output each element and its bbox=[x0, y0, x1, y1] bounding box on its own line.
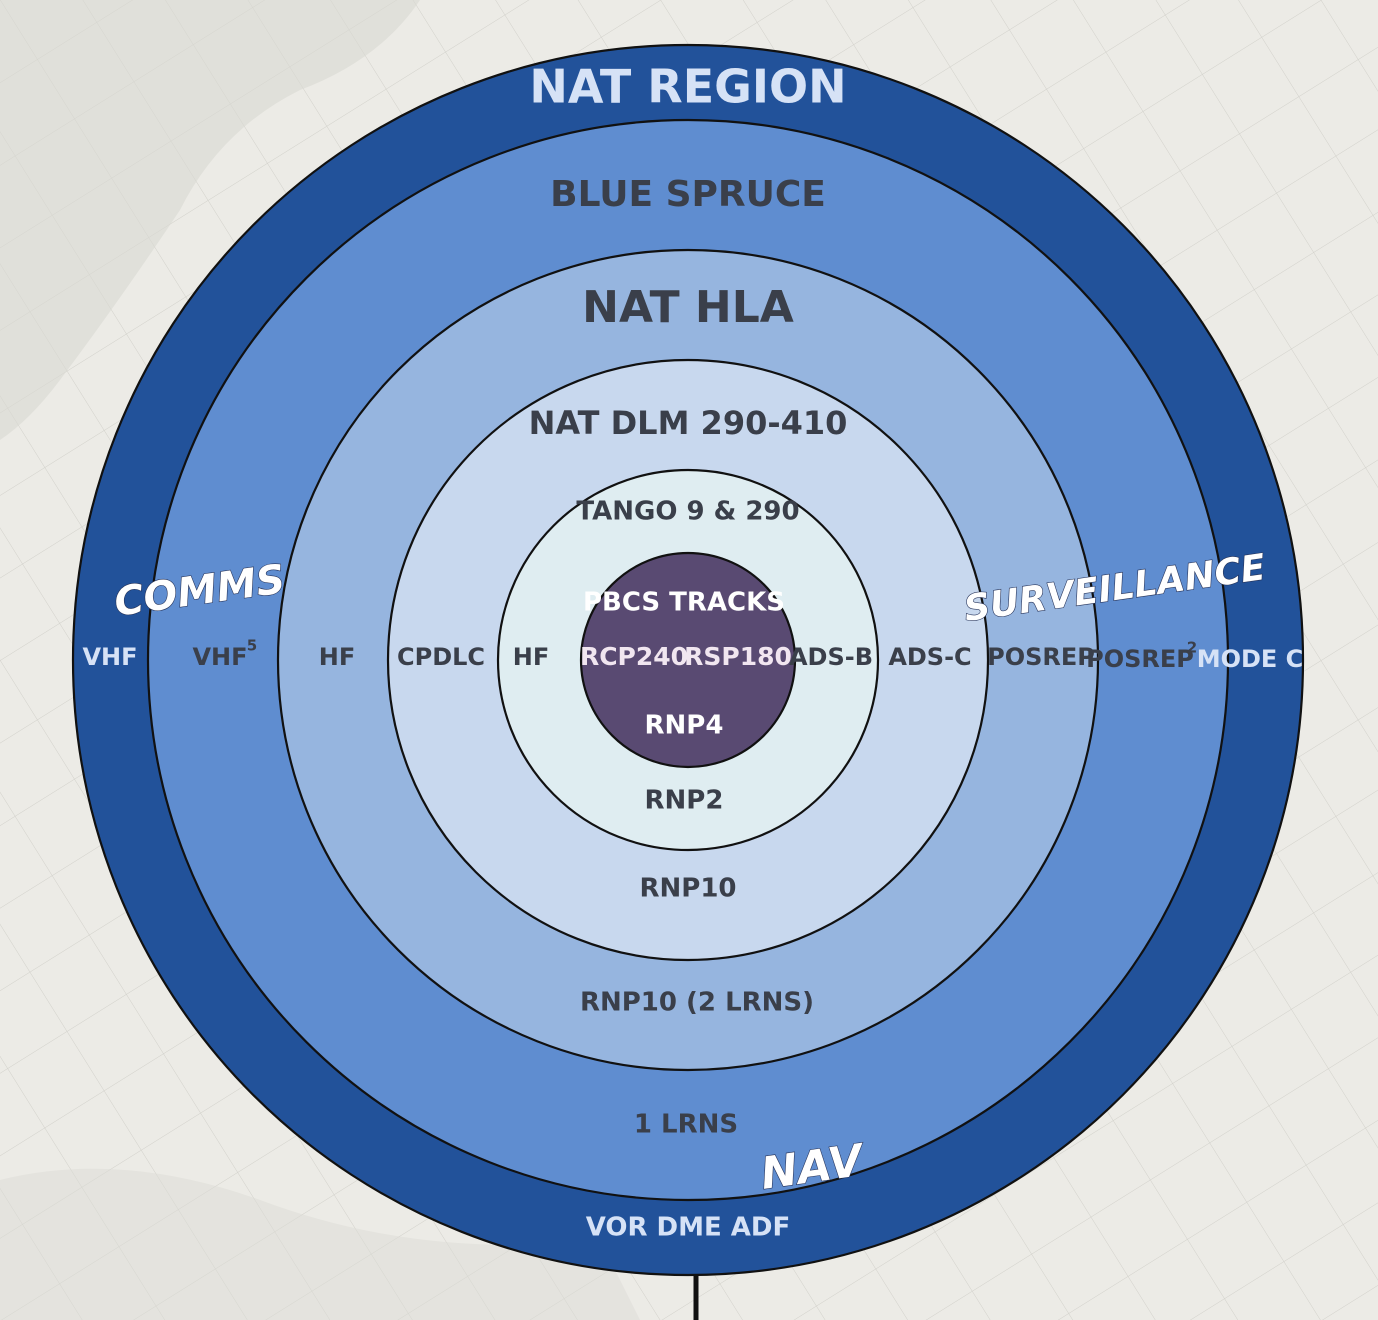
comms-blue-spruce-superscript: 5 bbox=[247, 637, 257, 655]
comms-nat-hla: HF bbox=[319, 643, 355, 671]
nav-blue-spruce: 1 LRNS bbox=[634, 1110, 738, 1140]
comms-nat-dlm: CPDLC bbox=[397, 643, 485, 671]
nav-nat-region: VOR DME ADF bbox=[586, 1213, 791, 1243]
comms-pbcs: RCP240 bbox=[580, 642, 688, 671]
comms-tango: HF bbox=[513, 643, 549, 671]
comms-nat-region: VHF bbox=[82, 643, 137, 671]
ring-pbcs bbox=[579, 551, 797, 769]
terrain-shading-bottom bbox=[0, 1168, 640, 1320]
comms-blue-spruce: VHF bbox=[192, 643, 247, 671]
surveillance-pbcs: RSP180 bbox=[684, 642, 792, 671]
title-nat-hla: NAT HLA bbox=[582, 282, 794, 333]
nav-pbcs: RNP4 bbox=[645, 711, 724, 741]
nav-nat-hla: RNP10 (2 LRNS) bbox=[580, 988, 814, 1018]
nav-tango: RNP2 bbox=[645, 786, 724, 816]
terrain-shading bbox=[0, 0, 420, 440]
nav-nat-dlm: RNP10 bbox=[639, 874, 736, 904]
title-blue-spruce: BLUE SPRUCE bbox=[550, 174, 826, 215]
surveillance-tango: ADS-B bbox=[789, 643, 873, 671]
surveillance-nat-dlm: ADS-C bbox=[888, 643, 971, 671]
title-pbcs: PBCS TRACKS bbox=[583, 588, 785, 618]
surveillance-blue-spruce-superscript: 2 bbox=[1187, 639, 1197, 657]
title-tango: TANGO 9 & 290 bbox=[576, 497, 799, 527]
title-nat-dlm: NAT DLM 290-410 bbox=[529, 404, 848, 442]
surveillance-nat-region: MODE C bbox=[1197, 645, 1304, 673]
title-nat-region: NAT REGION bbox=[529, 60, 846, 114]
surveillance-blue-spruce: POSREP bbox=[1086, 645, 1194, 673]
surveillance-nat-hla: POSREP bbox=[987, 643, 1095, 671]
